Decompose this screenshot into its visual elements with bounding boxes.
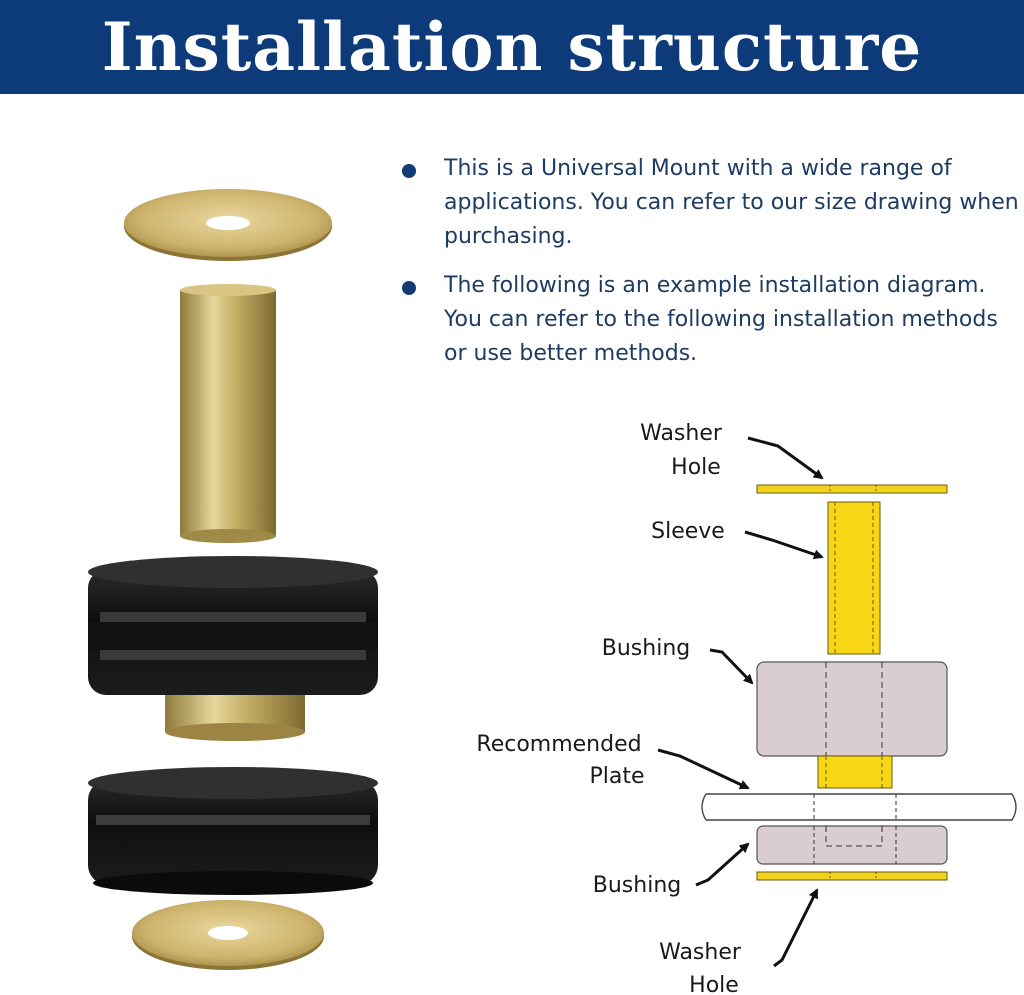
bushing-bottom-image <box>88 767 378 895</box>
bullet-text: The following is an example installation… <box>444 273 998 366</box>
washer-top-image <box>124 189 332 261</box>
list-item: This is a Universal Mount with a wide ra… <box>398 152 1024 254</box>
label-plate-line2: Plate <box>589 764 644 789</box>
arrow-icon <box>695 842 750 887</box>
label-washer-bottom-hole: Hole <box>689 973 739 995</box>
bushing-top-shape <box>756 661 948 757</box>
sleeve-image <box>180 284 276 543</box>
arrow-icon <box>747 436 824 480</box>
label-washer-bottom: Washer <box>659 940 742 965</box>
arrow-icon <box>709 648 754 685</box>
bullet-dot-icon <box>402 281 416 295</box>
washer-bottom-shape <box>756 871 948 881</box>
label-bushing-top: Bushing <box>602 636 690 661</box>
plate-shape <box>701 793 1017 821</box>
description-list: This is a Universal Mount with a wide ra… <box>398 152 1024 386</box>
washer-bottom-image <box>132 900 324 970</box>
label-bushing-bottom: Bushing <box>593 873 681 898</box>
label-plate: Recommended <box>476 732 641 757</box>
page-title: Installation structure <box>101 8 923 86</box>
washer-top-shape <box>756 484 948 494</box>
label-washer-top-hole: Hole <box>671 455 721 480</box>
arrow-icon <box>657 748 750 790</box>
label-sleeve: Sleeve <box>651 519 725 544</box>
bullet-text: This is a Universal Mount with a wide ra… <box>444 156 1019 249</box>
bushing-top-image <box>88 556 378 741</box>
label-washer-top: Washer <box>640 421 723 446</box>
bushing-bottom-shape <box>756 825 948 865</box>
installation-diagram: Washer Hole Sleeve Bushing Recommended P… <box>476 421 1017 995</box>
list-item: The following is an example installation… <box>398 269 1024 371</box>
arrow-icon <box>744 530 824 560</box>
sleeve-shape <box>827 501 881 655</box>
title-banner: Installation structure <box>0 0 1024 94</box>
arrow-icon <box>773 888 819 968</box>
product-photo <box>88 189 378 970</box>
bullet-dot-icon <box>402 164 416 178</box>
